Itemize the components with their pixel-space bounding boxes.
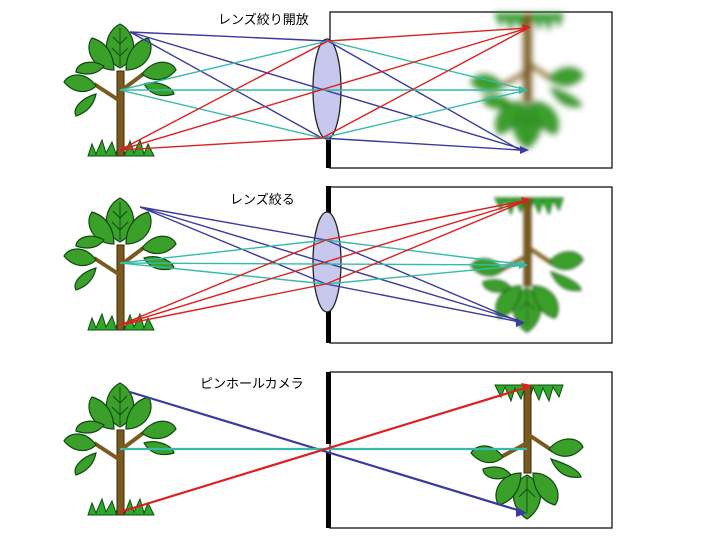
light-rays (119, 385, 529, 514)
light-rays (119, 199, 529, 326)
panel-stopped-down: レンズ絞る (62, 186, 613, 344)
light-rays (119, 27, 529, 151)
panel-caption: ピンホールカメラ (200, 377, 304, 392)
panel-pinhole: ピンホールカメラ (62, 371, 613, 529)
camera-wall (326, 140, 331, 168)
panel-caption: レンズ絞る (230, 192, 295, 208)
panel-caption: レンズ絞り開放 (218, 12, 309, 28)
object-tree (62, 196, 178, 332)
panel-open-aperture: レンズ絞り開放 (62, 11, 613, 169)
camera-wall (326, 290, 331, 343)
lens-wide (312, 38, 342, 140)
camera-wall (326, 452, 331, 528)
camera-wall (326, 372, 331, 444)
camera-wall (326, 186, 331, 218)
